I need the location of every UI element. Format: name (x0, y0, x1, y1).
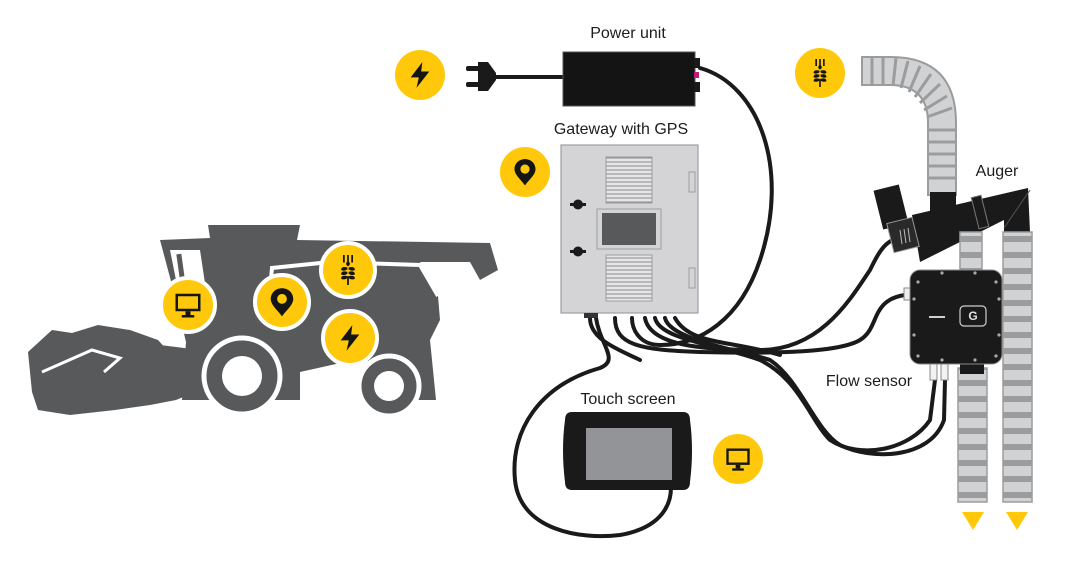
auger-tube-left-lower (957, 367, 988, 503)
gateway-display (602, 213, 656, 245)
touch-screen: Touch screen (563, 391, 763, 490)
gateway-latch-top (570, 199, 586, 210)
display-badge (713, 434, 763, 484)
auger-inlet-grip (886, 216, 920, 254)
flow-sensor-logo-frame (959, 305, 987, 327)
auger-output-arrow-left (962, 512, 984, 530)
flow-sensor-screws (912, 271, 1001, 362)
auger-tube-right (1002, 231, 1033, 503)
harvester-power-badge (321, 309, 379, 367)
auger-assembly: Auger (795, 48, 1033, 530)
auger-upper-segments (870, 57, 956, 180)
combine-harvester (28, 225, 498, 419)
gateway-cable-5 (673, 316, 782, 357)
flow-sensor: G Flow sensor (826, 269, 1003, 390)
grain-badge (795, 48, 845, 98)
gateway-hinge-top (688, 171, 696, 193)
auger-angled-pipe (912, 188, 1030, 262)
harvester-cab-pillar (176, 253, 185, 281)
harvester-location-badge (253, 273, 311, 331)
harvester-grain-badge (319, 241, 377, 299)
auger-inlet-hopper (873, 184, 909, 230)
auger-pipe-collar (970, 194, 990, 230)
gateway-with-gps: Gateway with GPS (500, 121, 699, 318)
gateway-latch-bottom (570, 246, 586, 257)
gateway-cable-2 (643, 233, 907, 353)
harvester-header-detail (41, 348, 124, 374)
power-unit-box (562, 51, 696, 107)
flow-sensor-connector-2 (940, 363, 949, 381)
cables (488, 66, 947, 539)
flow-sensor-label: Flow sensor (826, 373, 913, 390)
harvester-front-wheel-hub (222, 356, 262, 396)
auger-pipe-edge (1003, 189, 1031, 229)
gateway-label: Gateway with GPS (554, 121, 688, 138)
auger-output-arrow-right (1006, 512, 1028, 530)
touchscreen-cable (512, 316, 673, 539)
gateway-cable-gland (584, 313, 598, 318)
auger-tube-left-upper (959, 231, 983, 271)
power-unit-port-magenta (694, 72, 699, 78)
gateway-cable-1 (613, 293, 907, 355)
power-cable (630, 66, 774, 348)
flow-sensor-connector-1 (929, 363, 938, 381)
flow-sensor-body (909, 269, 1003, 365)
flow-sensor-side-port (903, 287, 911, 301)
gateway-left-cable (588, 316, 642, 362)
power-unit-port-bottom (694, 82, 700, 92)
gateway-cable-4 (663, 316, 947, 457)
gateway-vent-top (605, 156, 653, 204)
flow-sensor-brand-text (929, 316, 945, 318)
harvester-monitor-badge (159, 276, 217, 334)
power-unit: Power unit (395, 25, 700, 107)
touch-screen-display (586, 428, 672, 480)
auger-label: Auger (976, 163, 1019, 180)
power-unit-label: Power unit (590, 25, 666, 42)
auger-upper-bend (861, 56, 957, 196)
power-unit-port-top (694, 58, 700, 68)
harvester-rear-wheel-hub (374, 371, 404, 401)
harvester-header (28, 325, 190, 415)
gps-badge (500, 147, 550, 197)
gateway-vent-bottom (605, 254, 653, 302)
gateway-hinge-bottom (688, 267, 696, 289)
power-badge (395, 50, 445, 100)
flow-sensor-logo-icon: G (968, 309, 977, 323)
auger-inlet-grip-lines (899, 227, 911, 245)
touch-screen-label: Touch screen (580, 391, 675, 408)
power-plug-icon (466, 62, 496, 91)
